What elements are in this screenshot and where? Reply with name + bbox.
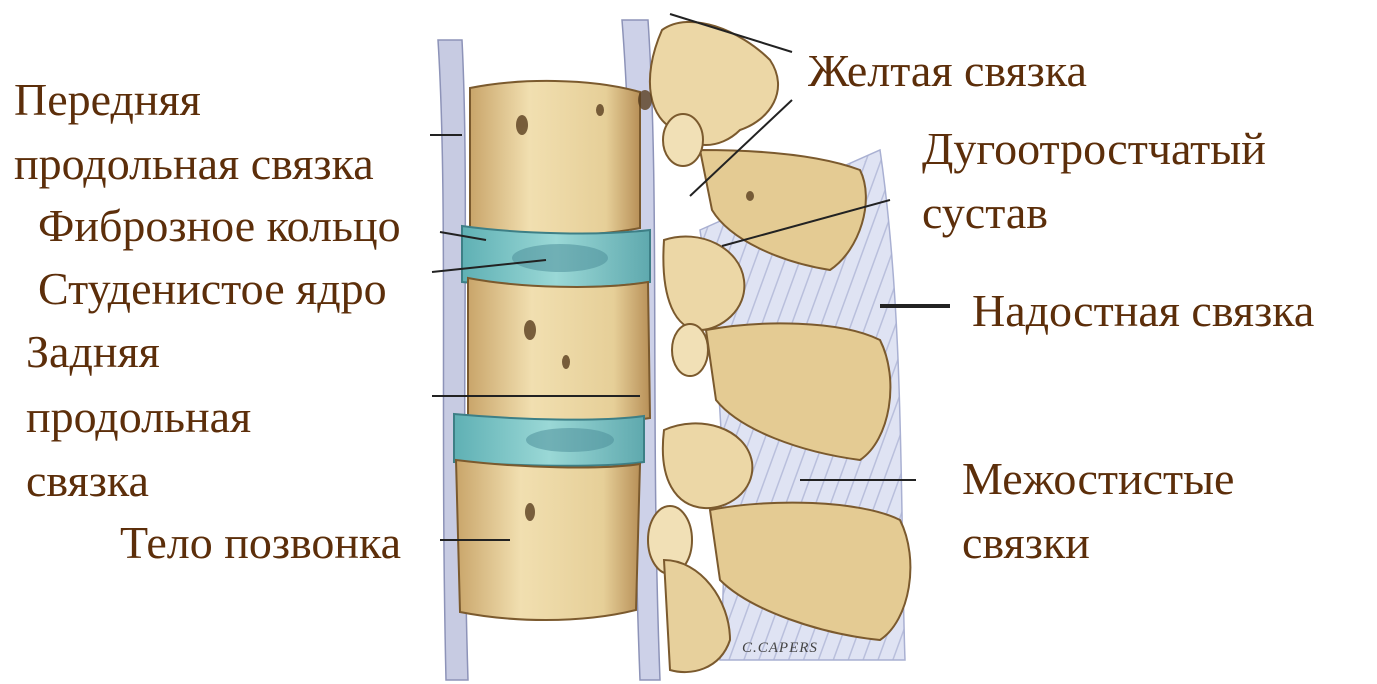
vertebral-body-middle	[468, 278, 650, 423]
label-anterior-ligament-line2: продольная связка	[14, 137, 374, 191]
label-interspinous-line1: Межостистые	[962, 452, 1234, 506]
label-interspinous-line2: связки	[962, 516, 1090, 570]
label-anterior-ligament-line1: Передняя	[14, 73, 201, 127]
label-annulus-fibrosus: Фиброзное кольцо	[38, 199, 401, 253]
artist-signature: C.CAPERS	[742, 640, 818, 657]
label-posterior-ligament-line2: продольная	[26, 390, 251, 444]
label-vertebral-body: Тело позвонка	[120, 516, 401, 570]
facet-middle	[672, 324, 708, 376]
label-facet-joint-line2: сустав	[922, 186, 1048, 240]
label-posterior-ligament-line1: Задняя	[26, 325, 160, 379]
label-nucleus-pulposus: Студенистое ядро	[38, 262, 387, 316]
label-posterior-ligament-line3: связка	[26, 454, 149, 508]
label-supraspinous-ligament: Надостная связка	[972, 284, 1314, 338]
label-facet-joint-line1: Дугоотростчатый	[922, 122, 1266, 176]
nucleus-bottom	[526, 428, 614, 452]
facet-top	[663, 114, 703, 166]
nucleus-top	[512, 244, 608, 272]
vertebral-body-top	[470, 81, 640, 235]
label-yellow-ligament: Желтая связка	[808, 44, 1087, 98]
